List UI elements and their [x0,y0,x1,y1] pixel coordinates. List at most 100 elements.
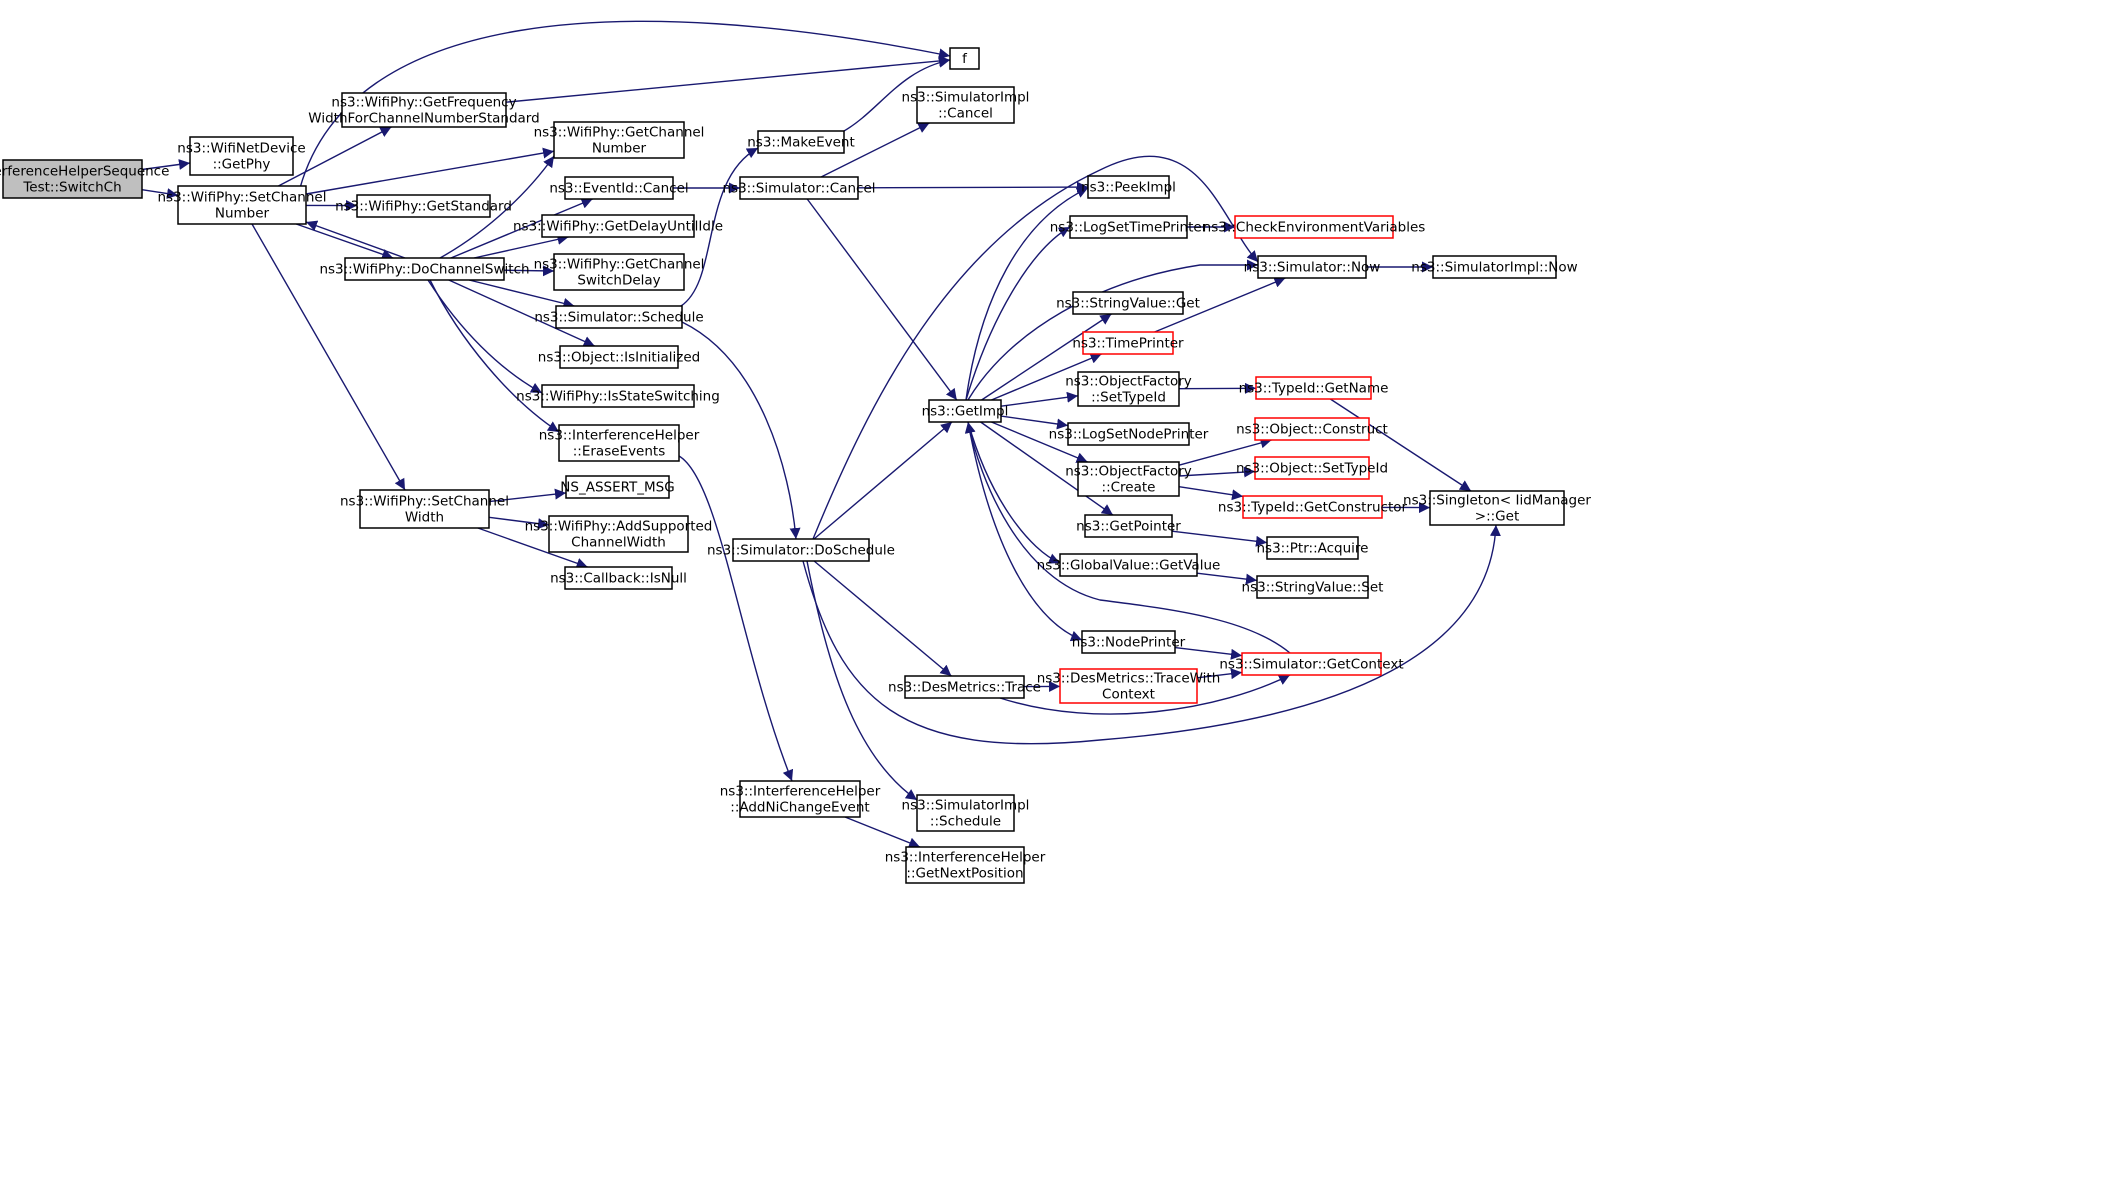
node-ptracquire[interactable]: ns3::Ptr::Acquire [1257,536,1369,560]
edge-doschedule-to-getimpl [813,421,953,540]
node-label: Number [215,206,270,222]
node-f[interactable]: f [949,47,980,70]
node-stringvalueget[interactable]: ns3::StringValue::Get [1056,291,1200,315]
node-schedule[interactable]: ns3::Simulator::Schedule [534,305,704,329]
edges-layer [141,20,1501,849]
node-getimpl[interactable]: ns3::GetImpl [922,399,1009,423]
node-switchch[interactable]: InterferenceHelperSequenceTest::SwitchCh [0,159,169,199]
node-label: ns3::DesMetrics::TraceWith [1037,671,1221,687]
node-box [905,846,1025,884]
node-dochannelswitch[interactable]: ns3::WifiPhy::DoChannelSwitch [319,257,530,281]
node-label: WidthForChannelNumberStandard [308,111,539,127]
node-label: ::Cancel [938,106,993,122]
node-makeevent[interactable]: ns3::MakeEvent [747,130,855,154]
node-simnow[interactable]: ns3::Simulator::Now [1244,255,1381,279]
node-box [757,130,845,154]
node-gvgetvalue[interactable]: ns3::GlobalValue::GetValue [1037,553,1221,577]
node-peekimpl[interactable]: ns3::PeekImpl [1081,175,1176,199]
node-box [949,47,980,70]
node-isstateswitching[interactable]: ns3::WifiPhy::IsStateSwitching [516,384,720,408]
node-box [1082,331,1174,355]
node-nsassertmsg[interactable]: NS_ASSERT_MSG [560,475,675,499]
edge-getimpl-to-peekimpl [965,187,1089,401]
edge-setchannelwidth-to-addsupportedwidth [488,516,550,530]
edge-dochannelswitch-to-getdelayuntilidle [473,234,569,259]
node-getstandard[interactable]: ns3::WifiPhy::GetStandard [335,194,512,218]
node-label: ::Create [1102,480,1156,496]
node-getphy[interactable]: ns3::WifiNetDevice::GetPhy [177,136,306,176]
node-box [1234,215,1394,239]
node-box [1059,553,1198,577]
edge-doschedule-to-simnow [812,155,1259,540]
node-label: >::Get [1475,509,1519,525]
node-label: ns3::SimulatorImpl::Now [1411,260,1577,276]
node-stringvalueset[interactable]: ns3::StringValue::Set [1242,575,1384,599]
node-label: ns3::MakeEvent [747,135,855,151]
node-label: ns3::TimePrinter [1072,336,1184,352]
node-logsettimeprinter[interactable]: ns3::LogSetTimePrinter [1050,215,1208,239]
node-objconstruct[interactable]: ns3::Object::Construct [1236,417,1388,441]
node-box [1242,495,1383,519]
node-nodeprinter[interactable]: ns3::NodePrinter [1072,630,1186,654]
node-box [1077,461,1180,497]
node-typeidgetname[interactable]: ns3::TypeId::GetName [1239,376,1389,400]
node-getfreqwidth[interactable]: ns3::WifiPhy::GetFrequencyWidthForChanne… [308,92,540,128]
node-box [2,159,143,199]
node-label: Context [1102,687,1155,703]
node-timeprinter[interactable]: ns3::TimePrinter [1072,331,1184,355]
edge-setchannelnumber-to-setchannelwidth [251,223,406,491]
node-label: ns3::Callback::IsNull [550,571,687,587]
node-box [189,136,294,176]
node-label: ::AddNiChangeEvent [730,800,869,816]
node-simimplcancel[interactable]: ns3::SimulatorImpl::Cancel [902,86,1030,124]
node-checkenvvars[interactable]: ns3::CheckEnvironmentVariables [1203,215,1426,239]
node-singletonget[interactable]: ns3::Singleton< IidManager >::Get [1403,490,1591,526]
node-box [559,345,679,369]
edge-doschedule-to-destrace [813,560,952,677]
node-callbackisnull[interactable]: ns3::Callback::IsNull [550,566,687,590]
node-label: ns3::GlobalValue::GetValue [1037,558,1221,574]
node-label: ns3::WifiPhy::GetChannel [534,257,705,273]
edge-typeidgetname-to-singletonget [1329,398,1472,492]
node-logsetnodeprinter[interactable]: ns3::LogSetNodePrinter [1049,422,1209,446]
node-isinitialized[interactable]: ns3::Object::IsInitialized [538,345,700,369]
node-box [1255,376,1372,400]
edge-setchannelwidth-to-nsassertmsg [488,488,567,503]
node-ofcreate[interactable]: ns3::ObjectFactory::Create [1065,461,1192,497]
node-getpointer[interactable]: ns3::GetPointer [1076,514,1181,538]
node-box [558,424,680,462]
node-getdelayuntilidle[interactable]: ns3::WifiPhy::GetDelayUntilIdle [513,214,723,238]
node-simgetcontext[interactable]: ns3::Simulator::GetContext [1219,652,1404,676]
node-eventidcancel[interactable]: ns3::EventId::Cancel [549,176,689,200]
node-doschedule[interactable]: ns3::Simulator::DoSchedule [707,538,895,562]
node-simcancel[interactable]: ns3::Simulator::Cancel [722,176,876,200]
node-destrace[interactable]: ns3::DesMetrics::Trace [888,675,1041,699]
node-box [1069,215,1188,239]
node-label: ns3::WifiPhy::GetDelayUntilIdle [513,219,723,235]
edge-simgetcontext-to-getimpl [964,421,1291,654]
edge-gvgetvalue-to-stringvalueset [1196,572,1258,585]
node-simimplschedule[interactable]: ns3::SimulatorImpl::Schedule [902,794,1030,832]
node-label: ns3::TypeId::GetName [1239,381,1389,397]
node-box [1059,668,1198,704]
node-getnextposition[interactable]: ns3::InterferenceHelper::GetNextPosition [885,846,1046,884]
node-label: ::Schedule [930,814,1001,830]
node-objsettypeid[interactable]: ns3::Object::SetTypeId [1236,456,1388,480]
node-simimplnow[interactable]: ns3::SimulatorImpl::Now [1411,255,1578,279]
node-box [1072,291,1184,315]
node-addnichangeevent[interactable]: ns3::InterferenceHelper::AddNiChangeEven… [720,780,881,818]
edge-setchannelwidth-to-callbackisnull [477,527,588,569]
node-eraseevents[interactable]: ns3::InterferenceHelper::EraseEvents [539,424,700,462]
node-label: ns3::SimulatorImpl [902,90,1030,106]
node-ofsettypeid[interactable]: ns3::ObjectFactory::SetTypeId [1065,371,1192,407]
node-typeidgetconstructor[interactable]: ns3::TypeId::GetConstructor [1218,495,1408,519]
edge-dochannelswitch-to-eventidcancel [450,198,593,259]
edge-setchannelnumber-to-dochannelswitch [295,223,394,260]
